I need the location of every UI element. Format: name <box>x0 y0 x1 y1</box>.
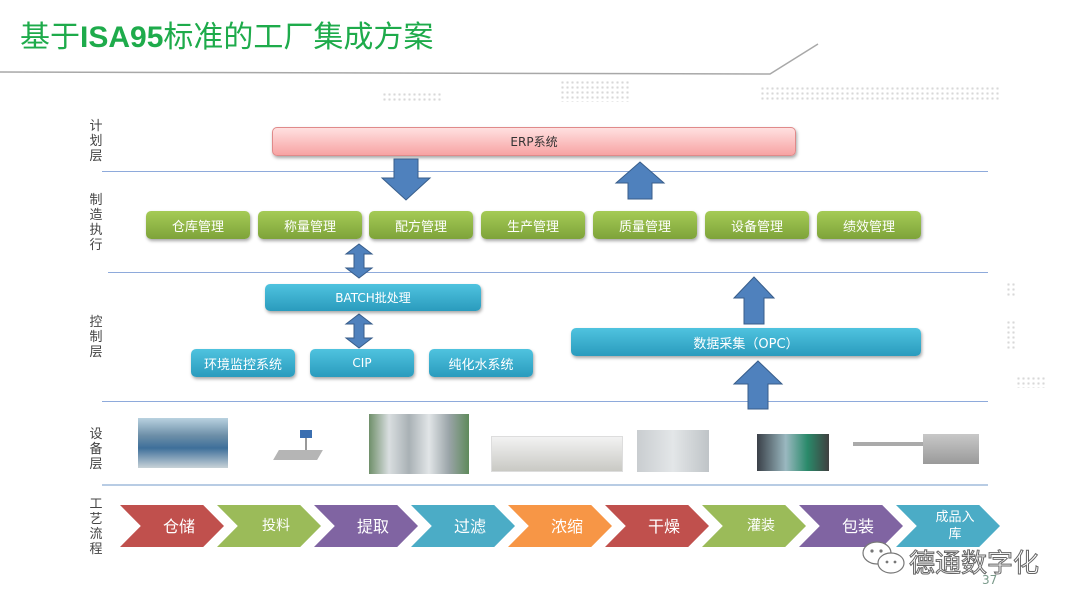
layer-separator <box>102 484 988 486</box>
data-acquisition-opc-box[interactable]: 数据采集（OPC） <box>571 328 921 356</box>
process-step-concentration[interactable]: 浓缩 <box>508 505 612 547</box>
process-step-feeding[interactable]: 投料 <box>217 505 321 547</box>
mes-module-warehouse[interactable]: 仓库管理 <box>146 211 250 239</box>
layer-separator <box>102 171 988 172</box>
layer-label-equipment: 设备层 <box>89 427 103 472</box>
wechat-icon <box>862 541 905 574</box>
dot-pattern <box>1016 376 1046 388</box>
mes-module-quality[interactable]: 质量管理 <box>593 211 697 239</box>
erp-system-box[interactable]: ERP系统 <box>272 127 796 156</box>
packaging-machine-photo <box>853 432 981 468</box>
title-prefix: 基于 <box>20 20 80 55</box>
dot-pattern <box>1006 320 1016 350</box>
title-suffix: 标准的工厂集成方案 <box>163 20 434 55</box>
layer-label-control: 控制层 <box>89 315 103 360</box>
purified-water-box[interactable]: 纯化水系统 <box>429 349 533 377</box>
arrow-down-icon <box>380 158 432 201</box>
process-flow: 仓储 投料 提取 过滤 浓缩 干燥 灌装 包装 成品入库 <box>120 505 1000 547</box>
mes-module-performance[interactable]: 绩效管理 <box>817 211 921 239</box>
process-step-extraction[interactable]: 提取 <box>314 505 418 547</box>
environment-monitoring-box[interactable]: 环境监控系统 <box>191 349 295 377</box>
watermark-text: 德通数字化 <box>908 549 1040 580</box>
double-arrow-icon <box>344 243 374 279</box>
dryer-photo <box>637 430 709 472</box>
batch-processing-box[interactable]: BATCH批处理 <box>265 284 481 311</box>
mes-module-equipment[interactable]: 设备管理 <box>705 211 809 239</box>
process-step-drying[interactable]: 干燥 <box>605 505 709 547</box>
cip-box[interactable]: CIP <box>310 349 414 377</box>
arrow-up-icon <box>732 360 784 410</box>
layer-label-planning: 计划层 <box>89 119 103 164</box>
layer-label-process: 工艺流程 <box>89 497 103 557</box>
layer-separator <box>102 401 988 402</box>
filling-worker-photo <box>757 434 829 471</box>
mes-module-production[interactable]: 生产管理 <box>481 211 585 239</box>
dot-pattern <box>760 86 1000 102</box>
warehouse-photo <box>138 418 228 468</box>
page-title: 基于ISA95标准的工厂集成方案 <box>20 12 433 56</box>
header-rule <box>0 43 819 75</box>
mes-module-recipe[interactable]: 配方管理 <box>369 211 473 239</box>
layer-label-mes: 制造执行 <box>89 193 103 253</box>
layer-separator <box>108 272 988 273</box>
dot-pattern <box>560 80 630 102</box>
process-step-storage[interactable]: 仓储 <box>120 505 224 547</box>
process-step-filtration[interactable]: 过滤 <box>411 505 515 547</box>
process-step-warehousing[interactable]: 成品入库 <box>896 505 1000 547</box>
dot-pattern <box>382 92 442 102</box>
title-bold: ISA95 <box>80 21 164 54</box>
arrow-up-icon <box>614 161 666 200</box>
page-number: 37 <box>982 573 998 587</box>
double-arrow-icon <box>344 313 374 349</box>
dot-pattern <box>1006 282 1016 298</box>
tank-photo <box>369 414 469 474</box>
process-step-filling[interactable]: 灌装 <box>702 505 806 547</box>
mes-module-weighing[interactable]: 称量管理 <box>258 211 362 239</box>
scale-photo <box>273 428 324 464</box>
filter-machine-photo <box>491 436 623 472</box>
arrow-up-icon <box>732 276 776 325</box>
